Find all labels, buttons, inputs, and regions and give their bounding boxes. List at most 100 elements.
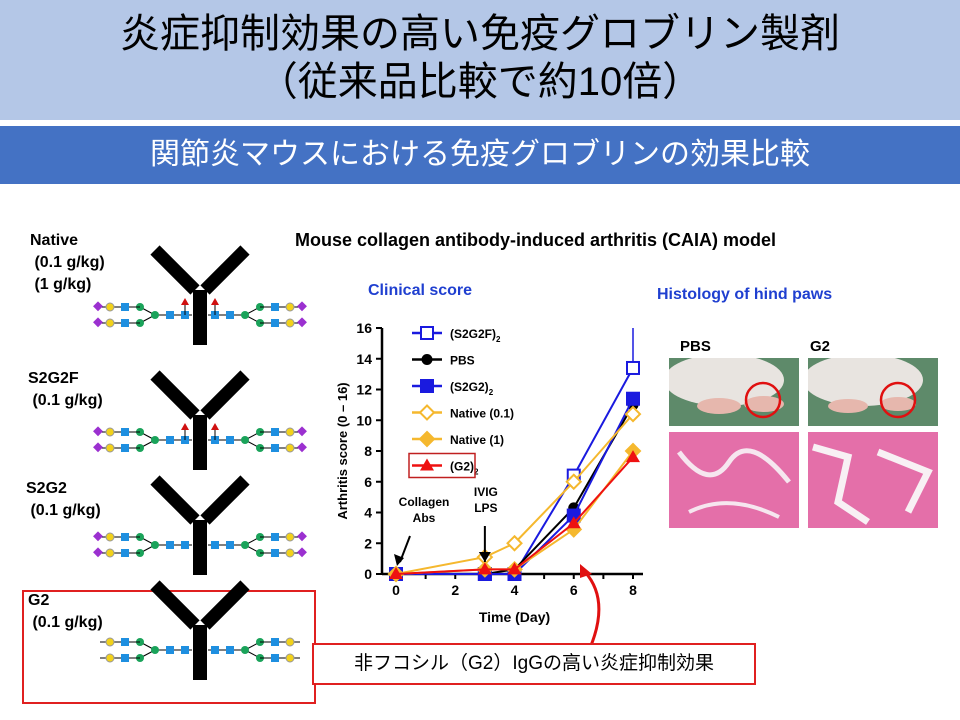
galactose (105, 532, 115, 542)
galactose (285, 318, 295, 328)
sialic-acid (297, 547, 307, 558)
x-tick-label: 2 (451, 582, 459, 598)
sialic-acid (93, 442, 103, 453)
galactose (105, 318, 115, 328)
photo-label-pbs: PBS (680, 338, 711, 355)
x-tick-label: 0 (392, 582, 400, 598)
annotation-arrow (580, 564, 601, 649)
legend-label: PBS (450, 354, 475, 368)
fucose (211, 423, 219, 430)
y-tick-label: 16 (356, 320, 372, 336)
fc-stem (193, 290, 207, 345)
glcnac (271, 428, 279, 436)
fab-arm (150, 370, 200, 420)
mannose (241, 436, 249, 444)
galactose (285, 637, 295, 647)
antibody-diagrams (93, 245, 307, 680)
fc-stem (193, 520, 207, 575)
mannose (151, 646, 159, 654)
mannose (151, 311, 159, 319)
sialic-acid (297, 301, 307, 312)
x-tick-label: 8 (629, 582, 637, 598)
fucose (181, 298, 189, 305)
mannose (241, 646, 249, 654)
series-5: (G2)2 (389, 450, 640, 579)
sialic-acid (93, 317, 103, 328)
fab-arm (200, 370, 250, 420)
galactose (105, 548, 115, 558)
sialic-acid (297, 442, 307, 453)
fucose (181, 423, 189, 430)
sialic-acid (93, 426, 103, 437)
glcnac (121, 533, 129, 541)
mannose (241, 311, 249, 319)
title-line-1: 炎症抑制効果の高い免疫グロブリン製剤 (120, 12, 840, 56)
glcnac (166, 311, 174, 319)
legend-highlight-box (408, 452, 476, 479)
y-tick-label: 0 (364, 566, 372, 582)
y-tick-label: 2 (364, 535, 372, 551)
photo-label-g2: G2 (810, 338, 831, 355)
y-tick-label: 12 (356, 382, 372, 398)
fab-arm (200, 475, 250, 525)
galactose (105, 443, 115, 453)
glcnac (166, 436, 174, 444)
x-tick-label: 4 (511, 582, 519, 598)
sialic-acid (297, 317, 307, 328)
slide-title: 炎症抑制効果の高い免疫グロブリン製剤（従来品比較で約10倍） (0, 0, 960, 120)
title-line-2: （従来品比較で約10倍） (257, 60, 703, 104)
glcnac (121, 428, 129, 436)
annotation-label: Abs (413, 511, 436, 525)
y-tick-label: 14 (356, 351, 372, 367)
marker-square (420, 379, 434, 393)
annotation-arrowhead (478, 552, 491, 562)
marker-diamond (624, 405, 642, 423)
marker-diamond (418, 404, 436, 421)
glcnac (271, 533, 279, 541)
fab-arm (150, 475, 200, 525)
glcnac (121, 638, 129, 646)
marker-triangle (507, 562, 522, 575)
galactose (285, 532, 295, 542)
marker-diamond (506, 534, 523, 552)
fc-stem (193, 625, 207, 680)
glcnac (121, 319, 129, 327)
y-tick-label: 4 (364, 505, 372, 521)
histology-pbs (669, 432, 799, 528)
y-axis-label: Arthritis score (0 – 16) (335, 382, 350, 519)
fab-arm (200, 245, 250, 295)
y-tick-label: 10 (356, 412, 372, 428)
fc-stem (193, 415, 207, 470)
y-tick-label: 8 (364, 443, 372, 459)
glcnac (226, 646, 234, 654)
glcnac (271, 654, 279, 662)
galactose (285, 443, 295, 453)
antibody (100, 580, 300, 680)
fab-arm (200, 580, 250, 630)
annotation-box: 非フコシル（G2）IgGの高い炎症抑制効果 (312, 643, 756, 685)
mannose (151, 541, 159, 549)
glcnac (226, 541, 234, 549)
antibody (93, 370, 307, 470)
glcnac (271, 638, 279, 646)
histology-g2 (808, 432, 938, 528)
chart-title: Clinical score (368, 282, 473, 299)
annotation-label: Collagen (399, 495, 450, 509)
marker-diamond (565, 473, 583, 491)
legend-label: (G2)2 (450, 460, 479, 477)
marker-square (420, 326, 434, 340)
glcnac (181, 541, 189, 549)
glcnac (121, 549, 129, 557)
marker-triangle (626, 450, 640, 463)
glcnac (271, 549, 279, 557)
legend-label: Native (0.1) (450, 407, 514, 421)
galactose (105, 653, 115, 663)
glcnac (211, 646, 219, 654)
marker-diamond (418, 430, 436, 448)
glcnac (121, 303, 129, 311)
marker-square (626, 391, 640, 406)
legend-label: (S2G2)2 (450, 380, 494, 397)
fucose (211, 298, 219, 305)
galactose (285, 653, 295, 663)
glcnac (271, 303, 279, 311)
